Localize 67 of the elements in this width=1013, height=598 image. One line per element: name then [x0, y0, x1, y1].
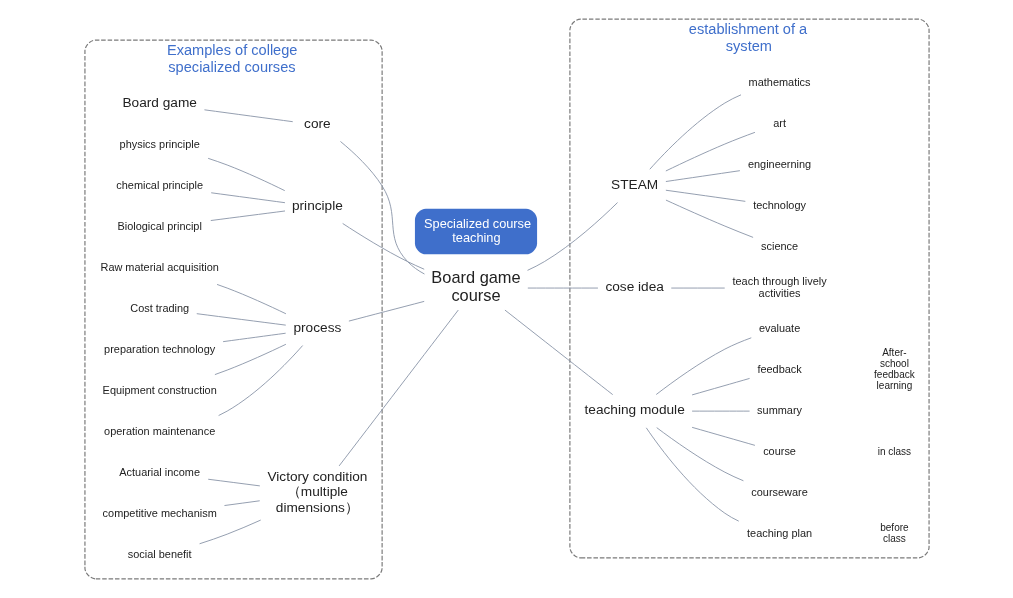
node-text: social benefit — [127, 547, 192, 560]
connector — [691, 426, 755, 446]
connector — [207, 157, 285, 192]
connector — [670, 287, 725, 289]
connector — [665, 199, 754, 238]
node-text: course — [762, 444, 796, 457]
connector — [655, 337, 752, 395]
node-text: courseware — [750, 485, 808, 498]
node-text: preparation technology — [103, 342, 215, 355]
node-text: science — [760, 239, 798, 252]
node-text: Board game — [121, 95, 197, 111]
connector — [339, 141, 425, 275]
connector — [338, 309, 459, 467]
connector — [526, 202, 618, 271]
connector — [222, 332, 286, 343]
connector — [526, 287, 598, 289]
node-text: Victory condition （multiple dimensions） — [266, 468, 367, 515]
connector — [209, 210, 285, 221]
node-text: Equipment construction — [102, 383, 217, 396]
label: in class — [877, 445, 911, 457]
connector — [207, 478, 260, 487]
connector — [223, 500, 260, 506]
node-text: operation maintenance — [103, 424, 215, 437]
node-text: teaching plan — [746, 527, 812, 540]
node-text: engineerning — [747, 157, 811, 170]
node-text: summary — [756, 403, 802, 416]
node-text: competitive mechanism — [102, 506, 217, 519]
connector — [210, 192, 285, 204]
connector — [203, 109, 293, 123]
node-text: Biological principl — [116, 219, 202, 232]
node-text: Board game course — [430, 267, 521, 305]
connector — [195, 313, 286, 326]
connector — [341, 223, 425, 270]
node-text: cose idea — [604, 279, 664, 295]
node-text: core — [303, 116, 331, 132]
node-text: teaching module — [584, 402, 685, 418]
connector — [691, 377, 750, 396]
connector — [198, 519, 261, 545]
connector — [691, 410, 750, 412]
connector — [504, 309, 613, 396]
connector — [216, 283, 286, 315]
connector — [645, 427, 739, 522]
node-text: principle — [291, 198, 343, 214]
connector — [213, 343, 286, 376]
label: After-school feedback learning — [873, 347, 915, 392]
node-text: mathematics — [748, 75, 811, 88]
connector — [648, 94, 741, 170]
node-text: teach through lively activities — [732, 274, 827, 299]
node-text: feedback — [756, 362, 802, 375]
connector — [217, 345, 303, 416]
node-text: art — [772, 116, 786, 129]
node-text: process — [292, 320, 341, 336]
node-text: Actuarial income — [118, 465, 200, 478]
label: before class — [879, 522, 909, 545]
node-text: Cost trading — [129, 301, 189, 314]
node-text: STEAM — [610, 177, 658, 193]
node-box: Specialized course teaching — [414, 208, 537, 255]
connector — [347, 300, 425, 322]
connector — [664, 170, 740, 182]
connector — [655, 427, 744, 482]
connector — [664, 131, 755, 172]
connector — [664, 189, 746, 202]
node-text: physics principle — [119, 137, 200, 150]
node-text: Raw material acquisition — [100, 260, 219, 273]
node-text: chemical principle — [115, 178, 203, 191]
node-text: technology — [752, 198, 806, 211]
node-text: evaluate — [758, 321, 800, 334]
